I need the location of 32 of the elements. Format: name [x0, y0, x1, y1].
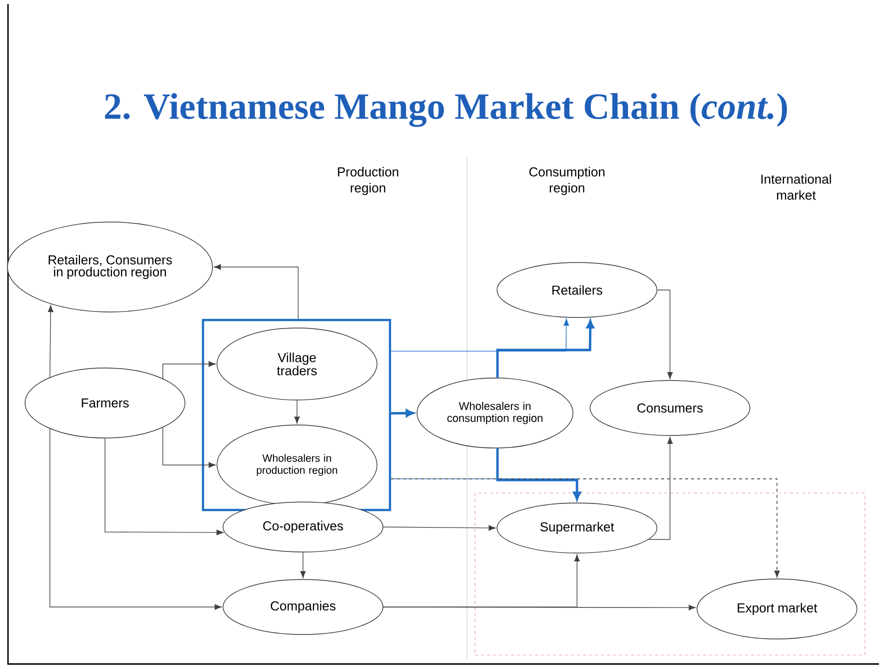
arrow [390, 318, 570, 352]
arrow [648, 436, 673, 540]
region-heading: Consumption region [529, 166, 604, 196]
ellipse-node: Farmers [24, 368, 186, 438]
ellipse-node: Companies [222, 579, 384, 635]
arrow [496, 320, 594, 378]
ellipse-node: Wholesalers in production region [216, 424, 378, 506]
arrow [162, 361, 216, 379]
ellipse-node: Wholesalers in consumption region [416, 378, 574, 448]
dashed-arrow [390, 478, 780, 578]
ellipse-node: Consumers [590, 380, 750, 436]
ellipse-node: Retailers, Consumers in production region [7, 222, 213, 312]
slide-title: 2. Vietnamese Mango Market Chain (cont.) [105, 93, 787, 127]
arrow [162, 427, 216, 468]
ellipse-node: Village traders [216, 328, 378, 400]
ellipse-node: Export market [696, 578, 858, 640]
ellipse-node: Retailers [496, 262, 658, 318]
arrow [300, 552, 306, 578]
arrow [383, 554, 580, 608]
arrow [391, 409, 414, 418]
region-heading: Production region [338, 166, 398, 196]
ellipse-node: Supermarket [496, 502, 658, 554]
arrow [496, 448, 581, 500]
arrow [294, 400, 300, 424]
region-heading: International market [761, 174, 831, 200]
arrow [48, 305, 54, 378]
arrow [657, 290, 673, 380]
arrow [214, 264, 299, 320]
arrow [50, 428, 222, 610]
arrow [104, 438, 224, 536]
ellipse-node: Co-operatives [222, 502, 384, 552]
arrow [383, 525, 496, 531]
